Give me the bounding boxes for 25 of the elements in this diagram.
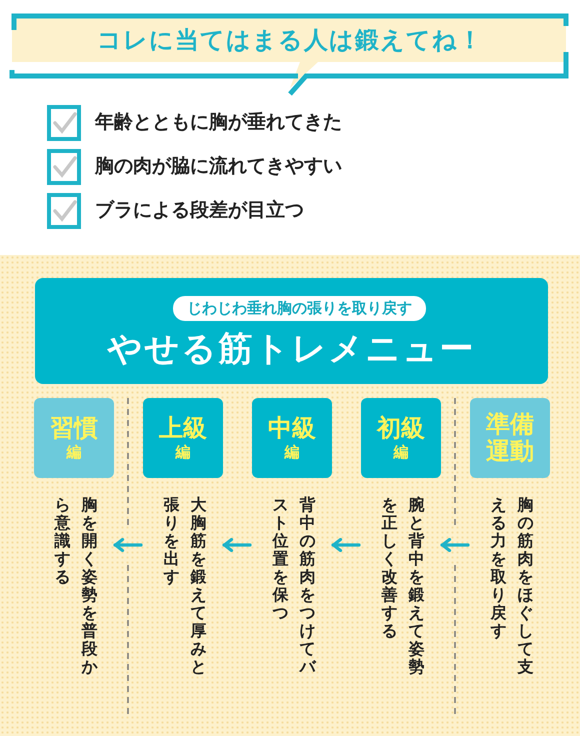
step-description: 胸を開く姿勢を普段から意識する [54, 496, 98, 676]
step-description: 腕と背中を鍛えて姿勢を正しく改善する [381, 496, 425, 676]
step-name: 上級 [158, 414, 208, 442]
step-description: 胸の筋肉をほぐして支える力を取り戻す [490, 496, 534, 676]
step-name: 習慣 [48, 414, 99, 442]
step-suffix: 編 [394, 442, 408, 462]
arrow [440, 538, 470, 552]
arrow [113, 538, 143, 552]
arrow [331, 538, 361, 552]
subtitle-pill: じわじわ垂れ胸の張りを取り戻す [173, 296, 426, 321]
step-description: 背中の筋肉をつけてバスト位置を保つ [272, 496, 316, 676]
heading: コレに当てはまる人は鍛えてね！ [96, 25, 484, 56]
step-description: 大胸筋を鍛えて厚みと張りを出す [163, 496, 207, 676]
step-name: 中級 [266, 414, 317, 442]
checklist-item: 年齢とともに胸が垂れてきた [95, 110, 342, 135]
banner-title: やせる筋トレメニュー [106, 328, 476, 371]
checklist-item: ブラによる段差が目立つ [95, 198, 304, 223]
checklist-item: 胸の肉が脇に流れてきやすい [95, 154, 342, 179]
arrow [222, 538, 252, 552]
step-suffix: 編 [66, 442, 82, 462]
step-suffix: 編 [176, 442, 190, 462]
step-name: 準備運動 [484, 411, 535, 465]
step-name: 初級 [376, 414, 426, 442]
title-banner [35, 278, 548, 384]
step-suffix: 編 [284, 442, 300, 462]
